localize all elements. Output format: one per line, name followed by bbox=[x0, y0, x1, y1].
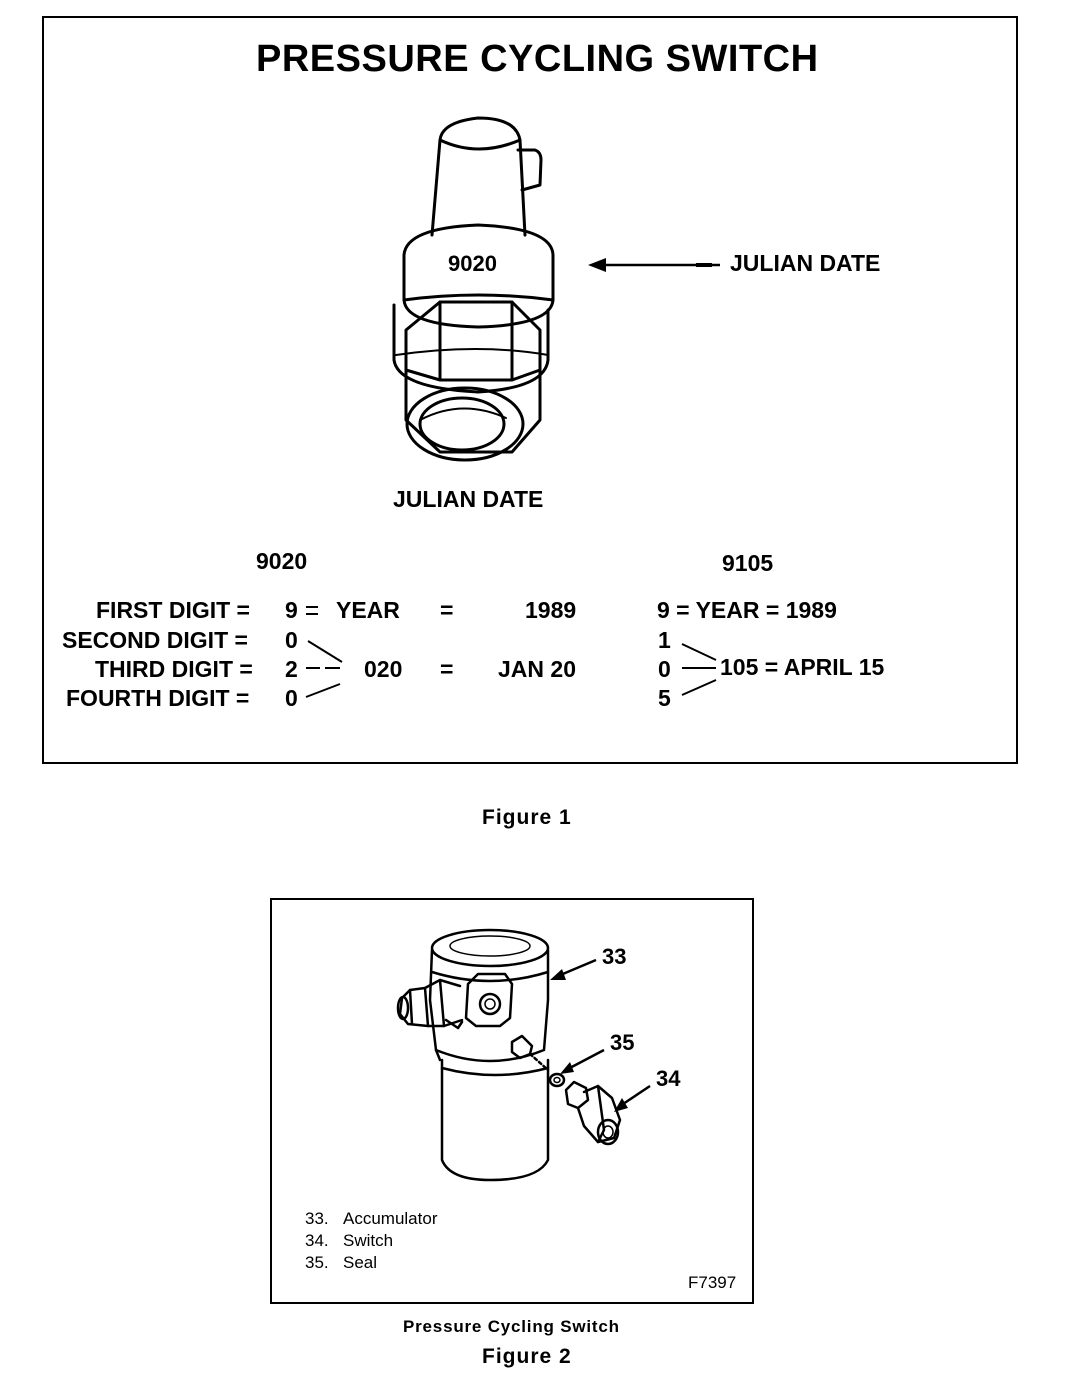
legend-item-num: 33. bbox=[305, 1209, 329, 1228]
digit-value-right-second: 1 bbox=[658, 627, 671, 653]
callout-35: 35 bbox=[610, 1030, 635, 1055]
figure-2-caption: Figure 2 bbox=[482, 1345, 572, 1368]
year-line-right: 9 = YEAR = 1989 bbox=[657, 597, 837, 623]
digit-value-third: 2 bbox=[285, 656, 298, 682]
callout-34: 34 bbox=[656, 1066, 681, 1091]
legend-item-num: 35. bbox=[305, 1253, 329, 1272]
figure-1-frame bbox=[42, 16, 1018, 764]
digit-label-first: FIRST DIGIT = bbox=[96, 597, 250, 623]
digit-value-right-third: 0 bbox=[658, 656, 671, 682]
figure-2-frame bbox=[270, 898, 754, 1304]
year-value-left: 1989 bbox=[525, 597, 577, 623]
year-equals-left: = bbox=[440, 597, 454, 623]
day-equals-left: = bbox=[440, 656, 454, 682]
legend-item-text: Seal bbox=[343, 1253, 378, 1272]
legend-item-num: 34. bbox=[305, 1231, 329, 1250]
example-code-left: 9020 bbox=[256, 548, 308, 574]
digit-value-first: 9 bbox=[285, 597, 298, 623]
digit-value-second: 0 bbox=[285, 627, 298, 653]
figure-2-id: F7397 bbox=[688, 1273, 737, 1292]
day-code-left: 020 bbox=[364, 656, 403, 682]
day-value-left: JAN 20 bbox=[498, 656, 576, 682]
digit-value-right-fourth: 5 bbox=[658, 685, 671, 711]
legend-item-text: Accumulator bbox=[343, 1209, 438, 1228]
digit-label-second: SECOND DIGIT = bbox=[62, 627, 248, 653]
digit-label-third: THIRD DIGIT = bbox=[95, 656, 253, 682]
callout-33: 33 bbox=[602, 944, 627, 969]
digit-label-fourth: FOURTH DIGIT = bbox=[66, 685, 250, 711]
switch-stamp-text: 9020 bbox=[448, 251, 497, 276]
julian-date-caption: JULIAN DATE bbox=[393, 486, 544, 512]
figure-2-subtitle: Pressure Cycling Switch bbox=[403, 1317, 620, 1336]
year-word-left: YEAR bbox=[336, 597, 400, 623]
example-code-right: 9105 bbox=[722, 550, 774, 576]
figure-1-caption: Figure 1 bbox=[482, 806, 572, 829]
legend-item-text: Switch bbox=[343, 1231, 394, 1250]
digit-value-fourth: 0 bbox=[285, 685, 298, 711]
result-right: 105 = APRIL 15 bbox=[720, 654, 885, 680]
figure-1-title: PRESSURE CYCLING SWITCH bbox=[256, 38, 819, 80]
julian-date-callout-label: JULIAN DATE bbox=[730, 250, 881, 276]
